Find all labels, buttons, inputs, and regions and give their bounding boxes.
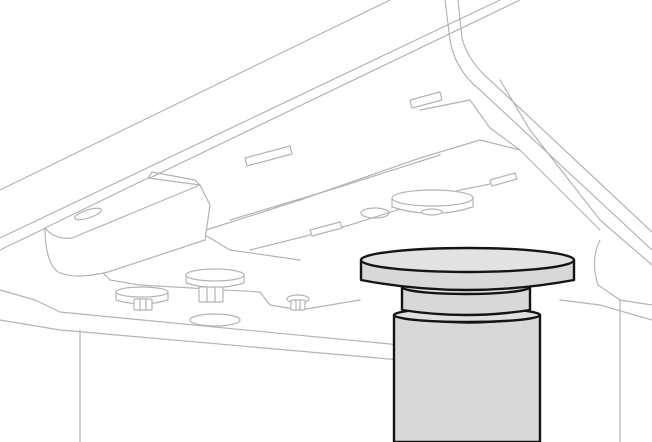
side-rail-beam (44, 171, 211, 277)
drain-hole (360, 207, 390, 219)
jack-post-icon (392, 278, 542, 442)
jack-pad-icon (359, 246, 576, 292)
floor-slot (309, 221, 343, 237)
drain-hole (189, 313, 241, 327)
floor-slot (244, 145, 293, 167)
floor-slot (409, 91, 443, 109)
floor-slot (489, 172, 518, 187)
mount-bolt-icon (133, 286, 310, 311)
